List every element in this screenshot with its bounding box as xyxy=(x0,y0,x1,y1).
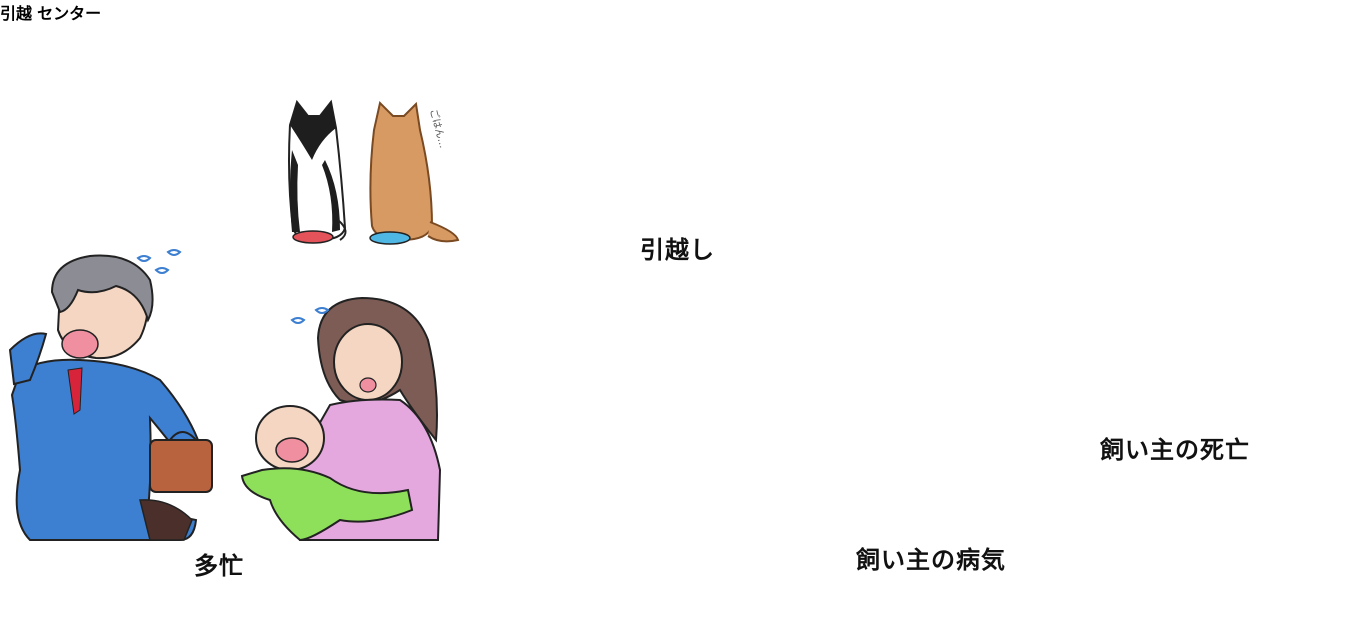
businessman-icon xyxy=(8,249,213,541)
briefcase-icon xyxy=(149,439,213,493)
caption-owner-death: 飼い主の死亡 xyxy=(1100,436,1250,464)
caption-moving: 引越し xyxy=(640,236,715,264)
caption-owner-illness: 飼い主の病気 xyxy=(856,546,1006,574)
truck-sign-line1: 引越 xyxy=(0,4,33,23)
truck-sign-line2: センター xyxy=(37,4,102,23)
blue-bowl-icon xyxy=(369,231,411,245)
caption-busy: 多忙 xyxy=(194,552,244,580)
hungry-cats-group: ごはん… xyxy=(288,99,460,245)
cat-murmur-text: ごはん… xyxy=(427,107,450,149)
baby-icon xyxy=(240,405,414,542)
truck-icon: 引越 センター xyxy=(0,4,101,23)
mother-baby-icon xyxy=(240,296,442,542)
tuxedo-cat-icon xyxy=(288,99,347,242)
sweat-drops-icon xyxy=(136,249,182,274)
orange-cat-icon xyxy=(369,101,460,243)
red-bowl-icon xyxy=(292,230,334,244)
